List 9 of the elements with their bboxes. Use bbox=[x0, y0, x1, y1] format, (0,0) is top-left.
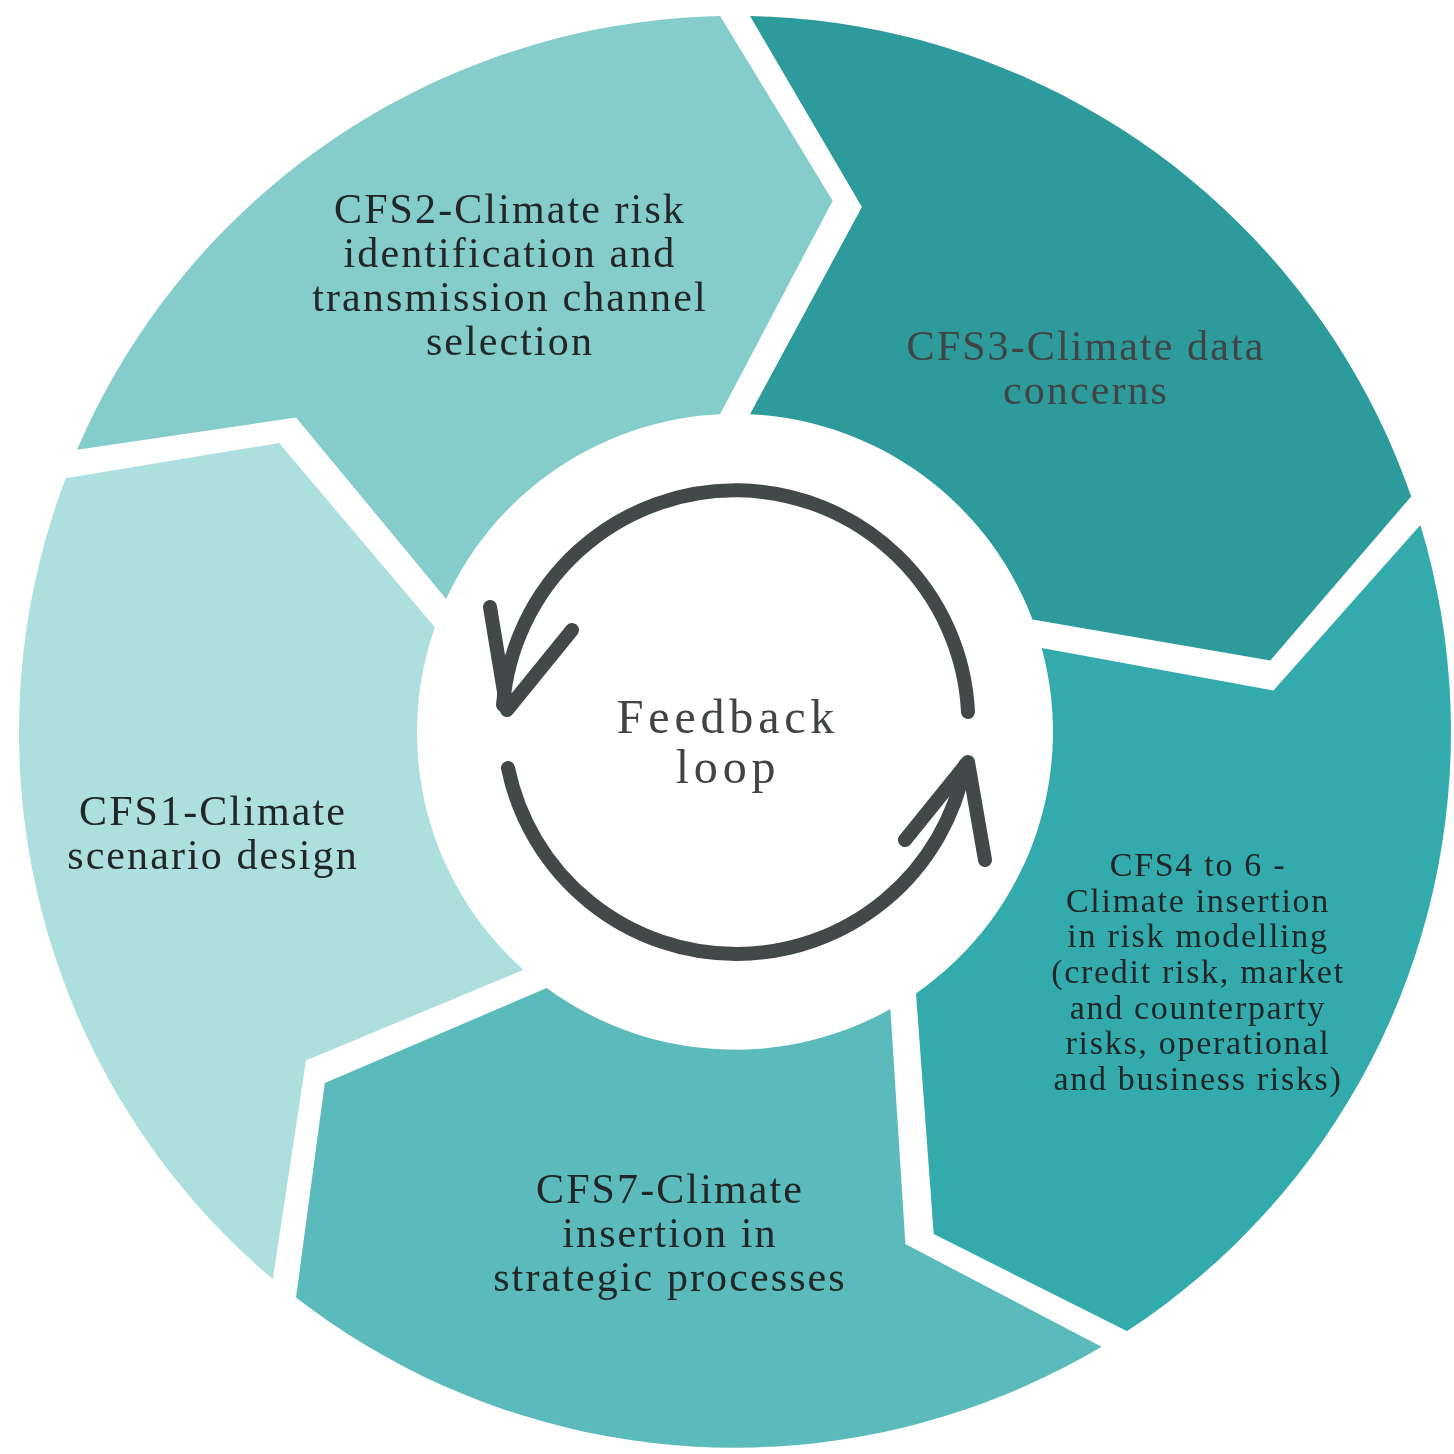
segment-label: CFS4 to 6 - Climate insertion in risk modelling (credit risk, market and counterparty risks, operational and business risks) bbox=[1050, 847, 1346, 1097]
segment-label: CFS7-Climate insertion in strategic processes bbox=[492, 1166, 848, 1300]
segment-label: CFS2-Climate risk identification and transmission channel selection bbox=[311, 186, 709, 364]
segment-label: CFS1-Climate scenario design bbox=[66, 788, 360, 878]
ring-segment bbox=[916, 525, 1451, 1332]
segment-label: CFS3-Climate data concerns bbox=[905, 323, 1267, 413]
center-label: Feedback loop bbox=[615, 691, 841, 793]
ring-segment bbox=[750, 16, 1412, 661]
ring-segment bbox=[76, 16, 833, 600]
